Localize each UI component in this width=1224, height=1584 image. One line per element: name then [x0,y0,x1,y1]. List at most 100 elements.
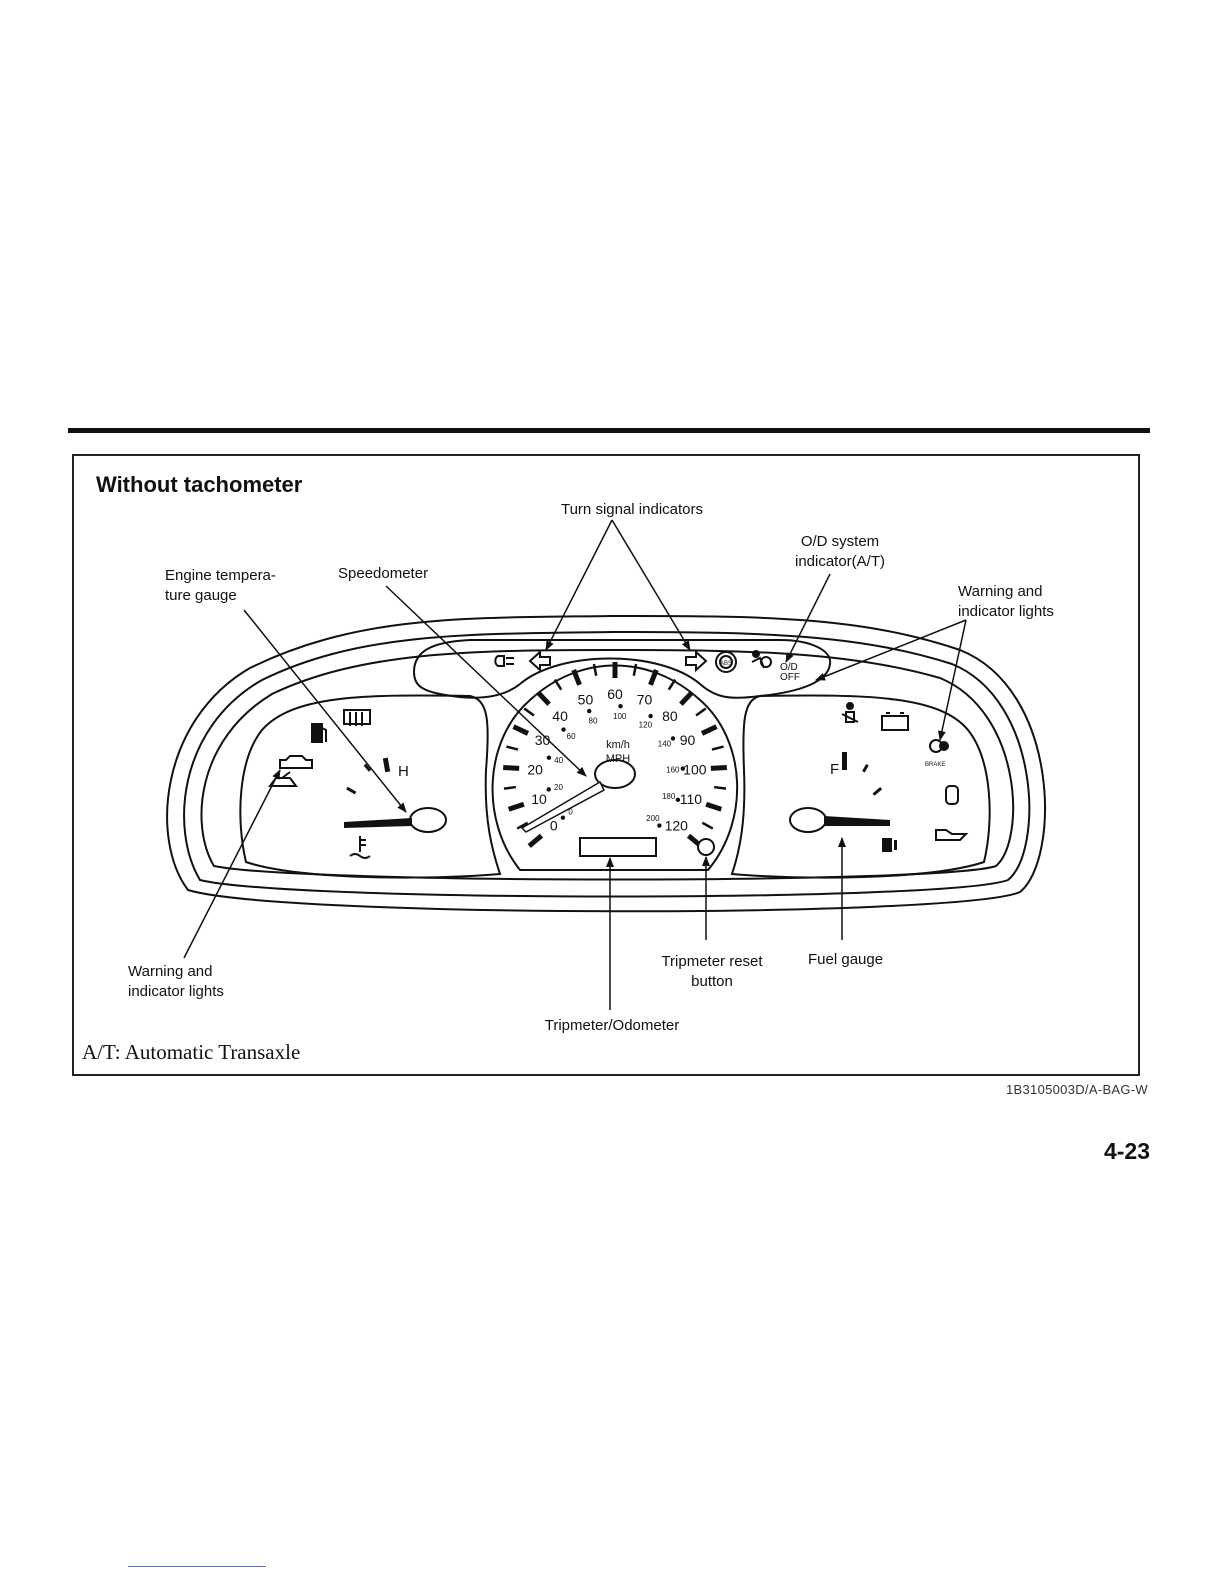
speedometer-kmh-label: 80 [589,716,598,725]
speedometer-tick [713,785,727,790]
coolant-temp-icon [349,836,371,859]
label-tripmeter-odometer: Tripmeter/Odometer [544,1017,680,1034]
speedometer-tick [710,764,727,771]
speedometer-mph-label: 60 [607,686,623,702]
temp-hot-label: H [398,763,409,780]
speedometer-tick [711,745,724,751]
speedometer-tick [679,690,694,706]
speedometer-kmh-dot [657,823,662,828]
speedometer-mph-label: 20 [527,761,543,777]
trip-reset-button-shape [697,838,715,856]
speedometer-tick [516,821,529,830]
top-indicator-pod [412,639,832,699]
leader-turn-left [545,519,613,651]
speedometer-kmh-label: 140 [658,740,672,749]
label-engine-temp: Engine tempera- ture gauge [165,567,276,604]
leader-warning-left [183,769,281,959]
temperature-gauge: H [344,757,447,859]
speedometer-tick [695,707,707,717]
speedometer-tick [705,801,723,812]
leader-warning-right-b [937,619,967,741]
label-od-system: O/D system indicator(A/T) [794,533,886,570]
label-speedometer: Speedometer [338,565,429,582]
right-turn-arrow-icon [685,649,708,673]
speedometer-kmh-dot [587,708,592,714]
speedometer-tick [536,690,551,706]
speedometer-tick [506,745,519,751]
abs-label: ABS [720,661,732,667]
airbag-warning-icon [751,650,772,669]
figure-frame [72,454,1140,1076]
speedometer-tick [700,724,718,736]
callout-leaders [183,519,967,1010]
header-rule [68,428,1150,433]
label-warning-left: Warning and indicator lights [128,963,224,1000]
speedometer-kmh-dot [560,815,566,820]
speedometer-kmh-label: 40 [554,756,563,765]
speedometer-mph-label: 10 [531,791,547,807]
speedometer-mph-label: 50 [578,692,594,708]
speedometer-tick [648,668,659,686]
section-title: Without tachometer [96,472,303,497]
brake-warning-icon [929,739,949,753]
speedometer-tick [667,678,677,691]
speedometer-tick [512,724,530,736]
speedometer-tick [571,668,582,686]
battery-icon [881,712,909,731]
speedometer-kmh-dot [618,704,623,709]
speedometer-kmh-dot [680,766,685,771]
speedometer-mph-label: 80 [662,708,678,724]
abs-warning-icon [715,651,737,673]
speedometer-kmh-label: 100 [613,712,627,721]
oil-pressure-icon [935,829,969,841]
speedometer-tick [527,833,544,848]
right-warning-icons: BRAKE [841,702,969,841]
speedometer-kmh-dot [648,713,653,719]
odometer-display [579,837,657,857]
leader-turn-right [611,519,691,651]
speedometer-mph-label: 40 [552,708,568,724]
top-pod-icons: ABS O/D OFF [494,649,800,683]
speedometer-tick [503,764,520,771]
high-beam-icon [494,655,514,667]
figure-code: 1B3105003D/A-BAG-W [1006,1082,1148,1097]
speedometer-kmh-label: 60 [567,732,576,741]
speedometer-ticks [503,662,727,848]
unit-kmh-label: km/h [606,739,630,751]
right-gauge-pod [730,694,991,879]
left-gauge-pod [239,694,502,879]
speedometer-mph-label: 0 [550,817,558,833]
speedometer-kmh-dot [546,755,552,760]
leader-warning-right-a [815,619,967,681]
rear-defrost-icon [343,709,371,726]
left-turn-arrow-icon [528,649,551,673]
seat-belt-icon [841,702,859,723]
speedometer-kmh-dot [561,727,566,732]
speedometer-kmh-dot [670,736,676,741]
label-warning-right: Warning and indicator lights [958,583,1054,620]
speedometer-mph-label: 70 [637,692,653,708]
speedometer-mph-label: 120 [665,817,689,833]
door-open-icon [945,785,959,805]
speedometer-tick [553,678,563,691]
speedometer-kmh-label: 20 [554,783,563,792]
od-off-label-1: O/D [780,662,798,673]
footnote-abbreviation: A/T: Automatic Transaxle [82,1040,301,1064]
speedometer-tick [503,785,517,790]
speedometer-needle [520,759,636,833]
speedometer-kmh-dot [675,797,681,803]
leader-speedometer [385,585,587,777]
low-fuel-warning-icon [311,723,327,743]
speedometer-mph-label: 100 [683,761,707,777]
speedometer-mph-label: 110 [680,791,703,807]
label-fuel-gauge: Fuel gauge [808,951,884,968]
cluster-housing [166,614,1046,913]
fuel-full-label: F [830,761,839,778]
speedometer-tick [507,801,525,812]
speedometer-tick [701,821,714,830]
bottom-accent-line [128,1566,266,1567]
speedometer-kmh-label: 200 [646,814,660,823]
